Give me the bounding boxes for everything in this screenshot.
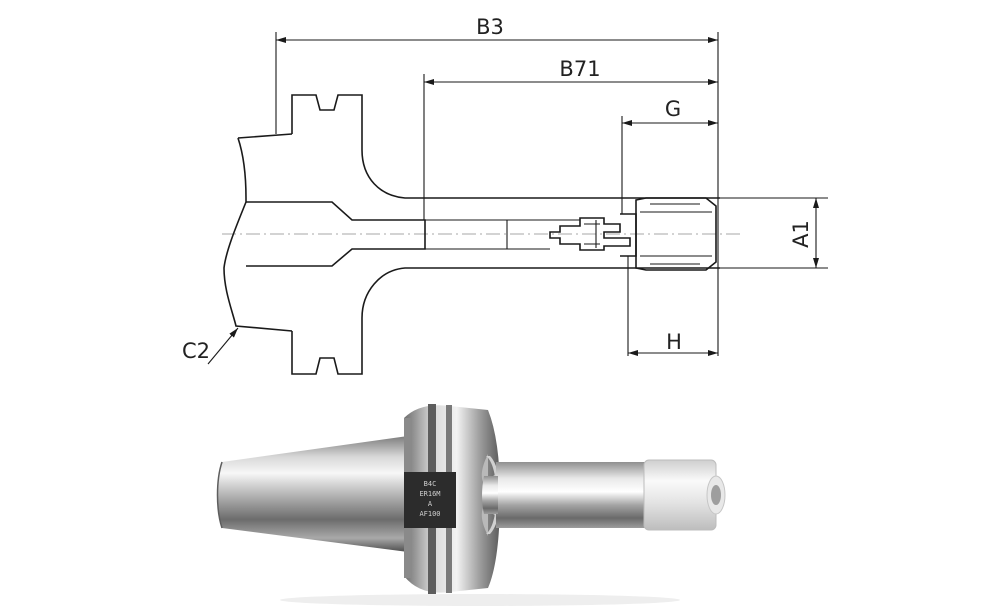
tool-holder-photo: B4C ER16M A AF100 [216,404,726,606]
photo-shank [496,462,646,528]
flange-upper [291,94,720,199]
engraving-line4: AF100 [419,510,440,518]
collet-nut-lines [640,203,712,265]
photo-nut [643,459,726,531]
c2-leader [207,327,239,365]
flange-lower [291,267,720,375]
photo-taper [217,436,408,552]
technical-drawing: B3 B71 G A1 H C2 [182,15,828,375]
label-g: G [665,97,681,121]
inner-bore [246,201,426,267]
photo-shadow [280,594,680,606]
label-a1: A1 [789,220,813,248]
engraving-line2: ER16M [419,490,440,498]
inner-bore-body [425,219,580,250]
label-b3: B3 [476,15,504,39]
label-h: H [666,330,682,354]
label-c2: C2 [182,339,210,363]
extension-lines [275,32,828,356]
collet-nut [635,197,717,271]
taper-break-outline [223,133,293,332]
engraving-line1: B4C [424,480,437,488]
label-b71: B71 [559,57,600,81]
engraving-line3: A [428,500,433,508]
engraving-plate [404,472,456,528]
